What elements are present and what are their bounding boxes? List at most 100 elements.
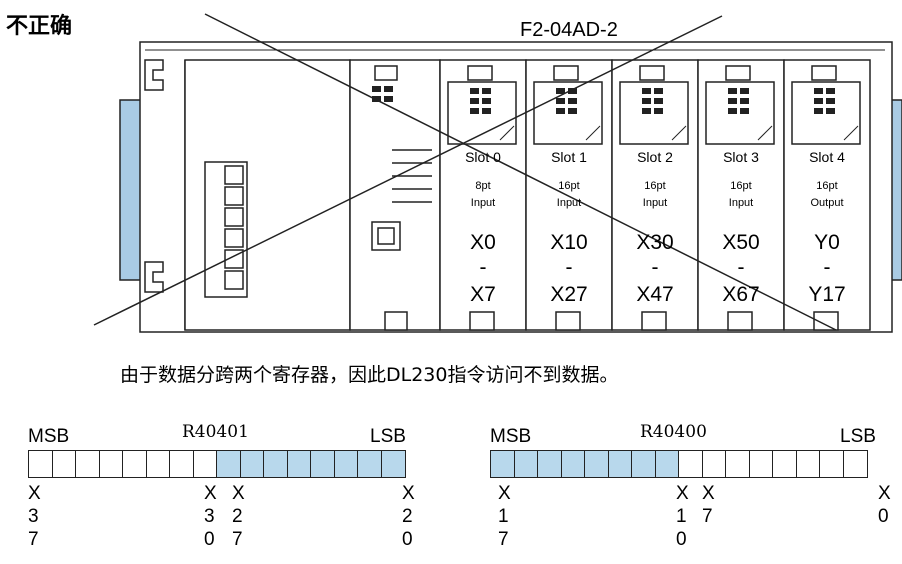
mark-letter: X (402, 483, 415, 504)
bit-cell (122, 450, 147, 478)
mark-digit: 0 (676, 529, 687, 550)
register-name: R40400 (640, 422, 707, 442)
bit-cell (310, 450, 335, 478)
mark-digit: 7 (498, 529, 509, 550)
bit-cell (169, 450, 194, 478)
top-mount-hook (144, 59, 164, 91)
slot-start-label: X50 (722, 231, 760, 254)
bit-row (28, 450, 449, 478)
slot-end-label: X47 (636, 283, 674, 306)
slot-points-label: 16pt (816, 180, 838, 192)
slot-type-label: Input (642, 197, 668, 209)
mark-letter: X (676, 483, 689, 504)
terminal-screws (224, 165, 244, 290)
mark-digit: 2 (232, 506, 243, 527)
mark-digit: 0 (878, 506, 889, 527)
diagram-title: 不正确 (6, 14, 73, 39)
register-r40400: MSB R40400 LSB X 1 7 X 1 0 X 7 X 0 (490, 422, 900, 553)
slot-dash-label: - (737, 256, 745, 279)
bit-cell (239, 450, 265, 478)
slot-points-label: 16pt (644, 180, 666, 192)
mark-digit: 7 (702, 506, 713, 527)
bit-cell (51, 450, 77, 478)
bit-cell (28, 450, 53, 478)
slot-name-label: Slot 0 (465, 149, 501, 165)
slot-points-label: 16pt (558, 180, 580, 192)
mark-letter: X (232, 483, 245, 504)
mark-digit: 7 (28, 529, 39, 550)
bit-cell (98, 450, 124, 478)
slot-name-label: Slot 1 (551, 149, 587, 165)
mark-letter: X (702, 483, 715, 504)
mark-letter: X (878, 483, 891, 504)
slot-points-label: 8pt (475, 180, 491, 192)
bit-cell (560, 450, 586, 478)
bit-cell (631, 450, 656, 478)
bit-row (490, 450, 901, 478)
caption: 由于数据分跨两个寄存器，因此DL230指令访问不到数据。 (120, 364, 619, 386)
mark-letter: X (204, 483, 217, 504)
bit-cell (145, 450, 171, 478)
cpu-vents (392, 149, 432, 203)
module-label: F2-04AD-2 (520, 19, 618, 41)
slot-end-label: X7 (470, 283, 496, 306)
bit-cell (678, 450, 703, 478)
bit-cell (380, 450, 406, 478)
slot-dash-label: - (651, 256, 659, 279)
mark-digit: 1 (498, 506, 509, 527)
mark-letter: X (28, 483, 41, 504)
mark-digit: 1 (676, 506, 687, 527)
bit-cell (192, 450, 218, 478)
io-slot-shapes (439, 59, 871, 331)
register-r40401: MSB R40401 LSB X 3 7 X 3 0 X 2 7 X 2 0 (28, 422, 448, 553)
bit-cell (263, 450, 288, 478)
mark-digit: 2 (402, 506, 413, 527)
bit-cell (357, 450, 382, 478)
io-slot-2 (611, 59, 699, 331)
lsb-label: LSB (840, 426, 876, 447)
bit-cell (537, 450, 562, 478)
io-slot-0 (439, 59, 527, 331)
slot-end-label: X27 (550, 283, 588, 306)
bit-cell (216, 450, 241, 478)
bottom-mount-hook (144, 261, 164, 293)
plc-rack-illustration: F2-04AD-2 (93, 13, 902, 333)
slot-end-label: X67 (722, 283, 760, 306)
lsb-label: LSB (370, 426, 406, 447)
bit-cell (607, 450, 633, 478)
bit-cell (490, 450, 515, 478)
cross-line-a (204, 13, 837, 331)
register-name: R40401 (182, 422, 249, 442)
msb-label: MSB (28, 426, 70, 447)
bit-cell (286, 450, 312, 478)
slot-dash-label: - (479, 256, 487, 279)
cpu-leds (372, 86, 393, 102)
bit-cell (75, 450, 100, 478)
mark-digit: 3 (204, 506, 215, 527)
slot-dash-label: - (565, 256, 573, 279)
slot-dash-label: - (823, 256, 831, 279)
msb-label: MSB (490, 426, 532, 447)
mark-digit: 0 (204, 529, 215, 550)
bit-cell (772, 450, 797, 478)
slot-name-label: Slot 4 (809, 149, 845, 165)
slot-type-label: Input (470, 197, 496, 209)
slot-start-label: Y0 (814, 231, 840, 254)
bit-cell (333, 450, 359, 478)
cpu-module (349, 59, 441, 331)
bit-cell (654, 450, 680, 478)
slot-start-label: X0 (470, 231, 496, 254)
bit-cell (795, 450, 821, 478)
slot-name-label: Slot 3 (723, 149, 759, 165)
io-slot-3 (697, 59, 785, 331)
bit-cell (842, 450, 868, 478)
slot-start-label: X30 (636, 231, 674, 254)
bit-cell (819, 450, 844, 478)
slot-type-label: Input (556, 197, 582, 209)
bit-cell (701, 450, 727, 478)
bit-marks: X 1 7 X 1 0 X 7 X 0 (490, 478, 900, 553)
bit-marks: X 3 7 X 3 0 X 2 7 X 2 0 (28, 478, 448, 553)
slot-points-label: 16pt (730, 180, 752, 192)
bit-cell (513, 450, 539, 478)
io-slot-4 (783, 59, 871, 331)
